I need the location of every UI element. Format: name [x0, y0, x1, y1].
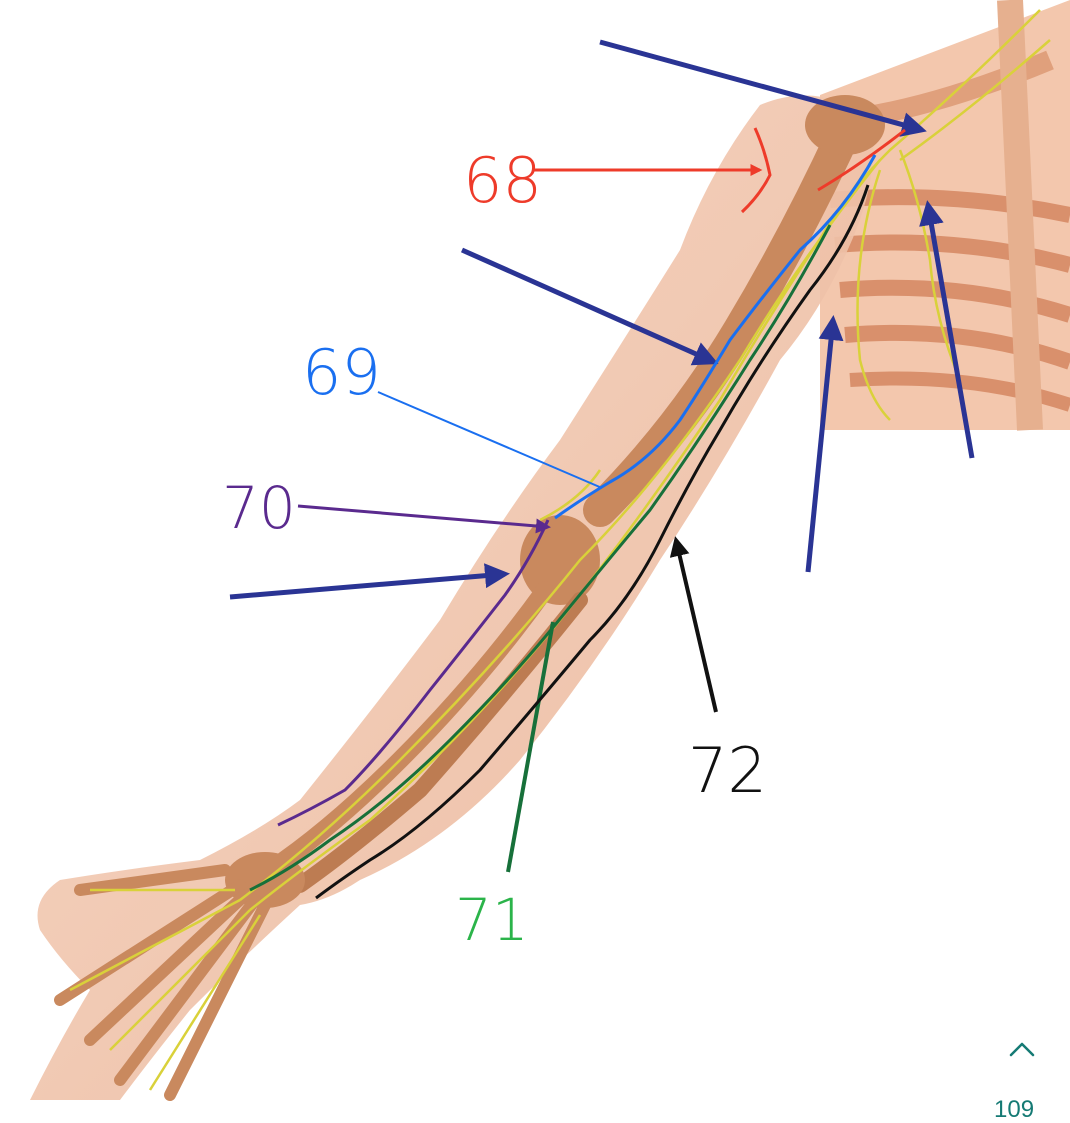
arrow-upper-arm [460, 247, 719, 366]
label-70: 70 [222, 474, 296, 542]
nerve-69-trace [377, 154, 877, 520]
nerves [69, 9, 1051, 1091]
chest-ribcage [820, 0, 1070, 431]
label-72: 72 [688, 734, 767, 807]
label-69: 69 [302, 336, 381, 409]
arrow-chest [919, 200, 975, 459]
label-68: 68 [463, 144, 542, 217]
arrow-axilla [805, 315, 844, 573]
nerve-71-trace [249, 224, 832, 892]
pointer-arrows [229, 39, 975, 600]
nerve-70-trace [277, 504, 551, 827]
arrow-brachial-plexus [599, 39, 927, 137]
nerve-68-trace [532, 127, 906, 214]
page-number: 109 [994, 1096, 1035, 1123]
chevron-up-icon [1009, 1042, 1035, 1057]
scroll-to-top-button[interactable] [1002, 1033, 1042, 1065]
arrow-elbow [229, 563, 510, 600]
nerve-72-trace [315, 184, 870, 900]
arm-silhouette [30, 95, 874, 1100]
label-71: 71 [455, 886, 529, 954]
blank-label-boxes [68, 0, 1070, 965]
